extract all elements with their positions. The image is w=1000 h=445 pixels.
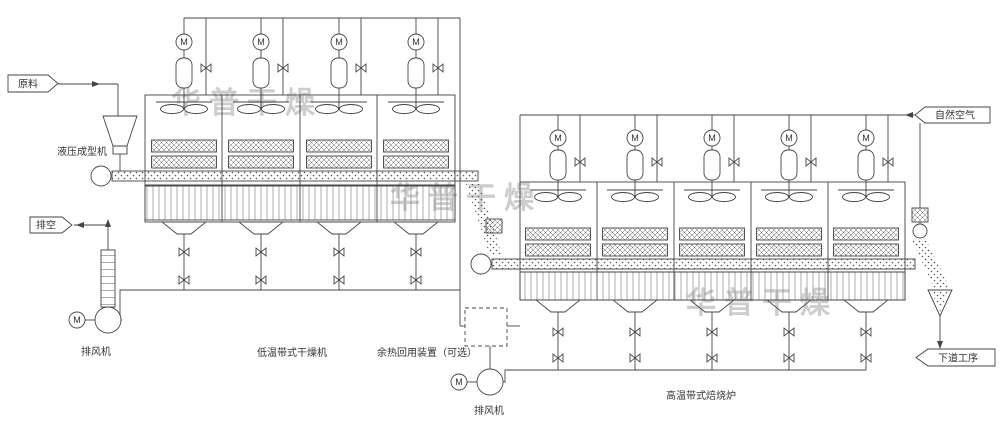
- left-belt-conveyor: [90, 165, 479, 187]
- falling-material: [466, 184, 502, 256]
- watermark-1: 华普干燥: [171, 86, 323, 120]
- raw-material-flag: [7, 74, 59, 93]
- natural-air-label: 自然空气: [935, 109, 975, 122]
- motor-icon: [450, 373, 468, 391]
- rotary-valve: [911, 207, 929, 223]
- flow-arrow-right: [92, 81, 100, 87]
- vent-label: 排空: [36, 219, 56, 232]
- raw-material-label: 原料: [18, 78, 38, 91]
- belt-with-material: [111, 170, 479, 182]
- next-process-flag: [915, 348, 996, 367]
- feed-section: [7, 74, 138, 171]
- exhaust-fan: [94, 306, 122, 334]
- forming-hopper: [102, 115, 138, 147]
- discharge-roller: [912, 223, 928, 239]
- flow-arrow-left: [76, 222, 84, 228]
- air-distributor: [519, 271, 906, 301]
- low-temp-dryer-label: 低温带式干燥机: [257, 346, 327, 359]
- high-temp-furnace-unit: [503, 114, 906, 383]
- furnace-column-1: [526, 115, 591, 370]
- furnace-column-4: [757, 115, 822, 370]
- belt-roller: [90, 165, 112, 187]
- dryer-column-2: [229, 18, 294, 290]
- heat-recovery-device: [464, 307, 520, 369]
- motor-icon: [68, 311, 86, 329]
- vent-flag: [29, 216, 73, 234]
- flow-arrow-up: [105, 219, 111, 227]
- dryer-column-1: [152, 18, 217, 290]
- heat-recovery-label: 余热回用装置（可选）: [377, 346, 477, 359]
- hydraulic-former-label: 液压成型机: [57, 145, 107, 158]
- natural-air-flag: [914, 106, 991, 124]
- belt-roller: [470, 253, 492, 275]
- low-temp-dryer-unit: [119, 17, 465, 327]
- exhaust-stack: [100, 249, 116, 308]
- discharge-assembly: [911, 123, 996, 367]
- transfer-chute: [466, 184, 503, 256]
- collection-funnel: [927, 289, 953, 318]
- furnace-column-5: [834, 115, 899, 370]
- natural-air-inlet: [905, 106, 991, 124]
- right-belt-conveyor: [470, 253, 916, 275]
- flow-arrow-left: [905, 112, 913, 118]
- dryer-column-3: [307, 18, 372, 290]
- rotary-valve: [485, 218, 503, 234]
- recovery-box: [464, 307, 508, 347]
- exhaust-fan-right-label: 排风机: [474, 404, 504, 417]
- exhaust-fan-left-label: 排风机: [81, 345, 111, 358]
- high-temp-furnace-label: 高温带式焙烧炉: [666, 389, 736, 402]
- flow-arrow-down: [937, 341, 943, 349]
- dryer-column-4: [384, 18, 449, 290]
- left-exhaust-assembly: [29, 216, 122, 334]
- exhaust-fan: [476, 368, 504, 396]
- falling-material: [912, 240, 950, 288]
- right-exhaust-assembly: [450, 368, 504, 396]
- furnace-column-2: [603, 115, 668, 370]
- furnace-column-3: [680, 115, 745, 370]
- next-process-label: 下道工序: [938, 352, 978, 365]
- air-distributor: [144, 185, 456, 221]
- belt-with-material: [491, 258, 916, 270]
